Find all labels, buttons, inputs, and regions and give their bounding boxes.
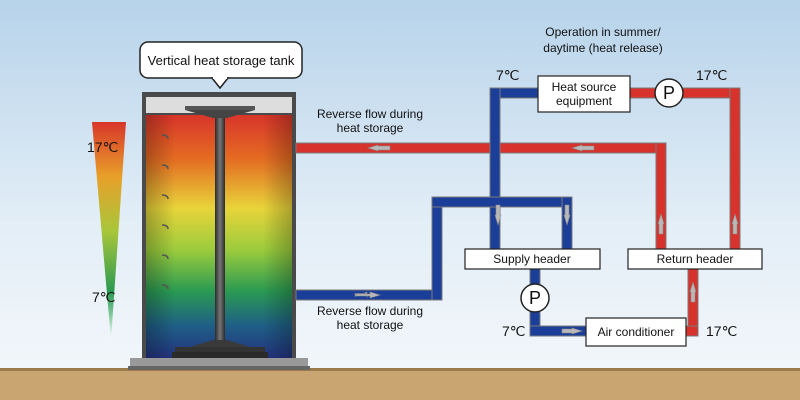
heat-storage-tank bbox=[128, 92, 310, 370]
tank-base bbox=[130, 358, 308, 368]
flow-label-upper-line2: heat storage bbox=[337, 121, 404, 135]
flow-arrows bbox=[354, 144, 739, 335]
tank-title-callout: Vertical heat storage tank bbox=[139, 41, 303, 90]
arrow-down-left bbox=[494, 204, 502, 227]
arrow-up-ac bbox=[689, 280, 697, 303]
svg-text:P: P bbox=[529, 288, 541, 308]
pump-top: P bbox=[654, 78, 684, 108]
arrow-down-right bbox=[563, 204, 571, 227]
air-conditioner-box: Air conditioner bbox=[585, 317, 687, 347]
flow-label-upper-line1: Reverse flow during bbox=[317, 107, 423, 121]
scale-bottom-label: 7℃ bbox=[92, 289, 116, 305]
temp-heat-source-right: 17℃ bbox=[696, 67, 727, 83]
arrow-left-upper-2 bbox=[570, 144, 595, 152]
arrow-up-return-left bbox=[657, 212, 665, 235]
temperature-scale-wedge bbox=[92, 122, 126, 340]
operation-note-line1: Operation in summer/ bbox=[545, 25, 661, 39]
arrow-right-lower bbox=[355, 291, 382, 299]
temp-heat-source-left: 7℃ bbox=[496, 67, 520, 83]
supply-header-box: Supply header bbox=[464, 248, 601, 270]
flow-label-lower-line1: Reverse flow during bbox=[317, 304, 423, 318]
heat-source-box: Heat source equipment bbox=[537, 75, 631, 113]
tank-top-cap bbox=[146, 97, 292, 113]
arrow-up-return-right bbox=[731, 212, 739, 235]
arrow-left-upper-1 bbox=[366, 144, 391, 152]
ground bbox=[0, 370, 800, 400]
sky-background bbox=[0, 0, 800, 372]
pump-bottom: P bbox=[520, 283, 550, 313]
tank-title: Vertical heat storage tank bbox=[148, 53, 295, 68]
flow-label-lower-line2: heat storage bbox=[337, 318, 404, 332]
ground-edge bbox=[0, 368, 800, 371]
svg-text:Return header: Return header bbox=[657, 252, 734, 266]
svg-text:Heat source: Heat source bbox=[552, 80, 617, 94]
svg-text:equipment: equipment bbox=[556, 94, 613, 108]
scale-top-label: 17℃ bbox=[87, 139, 118, 155]
temp-ac-left: 7℃ bbox=[502, 323, 526, 339]
svg-text:P: P bbox=[663, 83, 675, 103]
operation-note-line2: daytime (heat release) bbox=[543, 41, 662, 55]
temp-ac-right: 17℃ bbox=[706, 323, 737, 339]
return-header-box: Return header bbox=[627, 248, 763, 270]
svg-text:Air conditioner: Air conditioner bbox=[598, 325, 675, 339]
svg-text:Supply header: Supply header bbox=[493, 252, 570, 266]
arrow-right-ac bbox=[561, 327, 584, 335]
tank-distributor-pipe bbox=[215, 115, 225, 345]
